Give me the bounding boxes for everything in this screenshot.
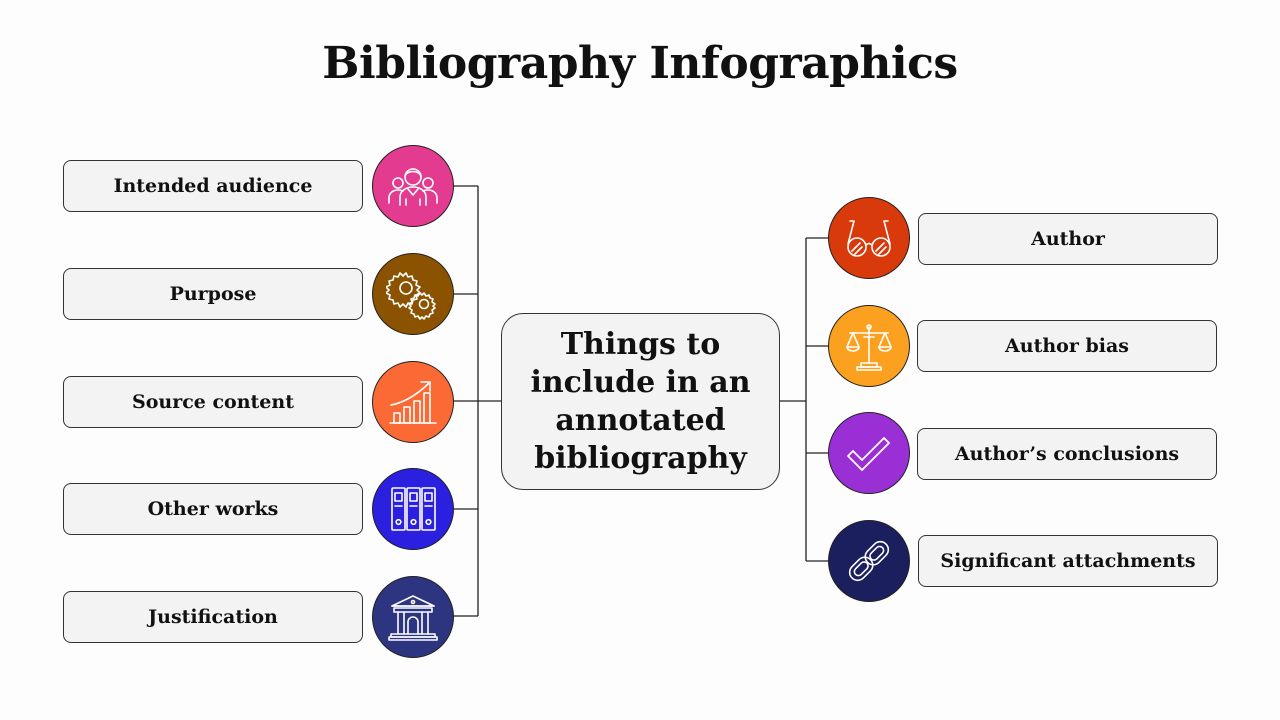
audience-icon <box>388 168 438 206</box>
label-author-bias: Author bias <box>917 320 1217 372</box>
glasses-icon <box>847 220 891 257</box>
checkmark-icon <box>847 437 890 471</box>
circle-author <box>828 197 910 279</box>
binders-icon <box>391 487 436 531</box>
page-title: Bibliography Infographics <box>322 38 958 89</box>
label-intended-audience: Intended audience <box>63 160 363 212</box>
scales-icon <box>846 324 892 371</box>
circle-intended-audience <box>372 145 454 227</box>
circle-purpose <box>372 253 454 335</box>
circle-author-bias <box>828 305 910 387</box>
growth-chart-icon <box>389 381 437 424</box>
label-justification: Justification <box>63 591 363 643</box>
center-topic: Things to include in an annotated biblio… <box>501 313 780 490</box>
circle-significant-attachments <box>828 520 910 602</box>
chain-link-icon <box>848 540 890 582</box>
label-authors-conclusions: Author’s conclusions <box>917 428 1217 480</box>
courthouse-icon <box>388 595 438 641</box>
label-other-works: Other works <box>63 483 363 535</box>
label-author: Author <box>918 213 1218 265</box>
gears-icon <box>386 272 436 320</box>
label-source-content: Source content <box>63 376 363 428</box>
circle-justification <box>372 576 454 658</box>
label-significant-attachments: Significant attachments <box>918 535 1218 587</box>
circle-source-content <box>372 361 454 443</box>
label-purpose: Purpose <box>63 268 363 320</box>
circle-other-works <box>372 468 454 550</box>
circle-authors-conclusions <box>828 412 910 494</box>
